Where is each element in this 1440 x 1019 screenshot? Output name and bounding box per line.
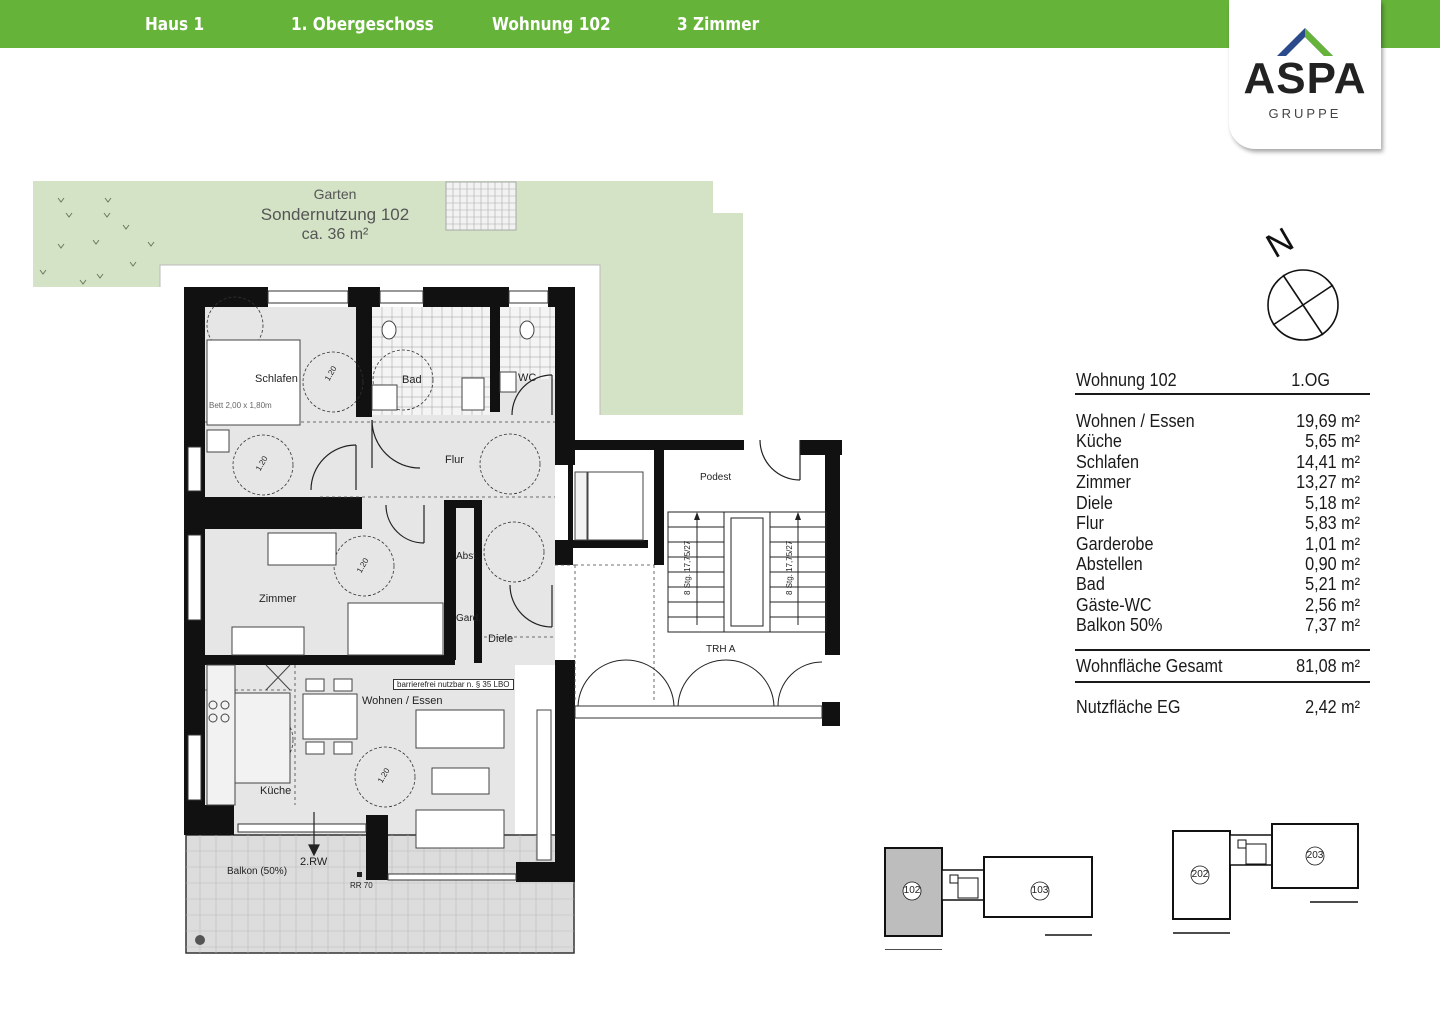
area-row: Zimmer 13,27 m² — [1075, 472, 1360, 493]
garden-label: Garten — [313, 186, 357, 202]
area-row-name: Küche — [1076, 431, 1122, 451]
stairs-right-note: 8 Stg. 17,75/27 — [785, 540, 794, 595]
area-row-name: Abstellen — [1076, 554, 1143, 574]
company-logo: ASPA GRUPPE — [1229, 0, 1381, 149]
area-row-value: 0,90 m² — [1305, 554, 1360, 574]
room-label-trh: TRH A — [706, 644, 736, 655]
sanitary-icons — [371, 320, 535, 411]
furniture — [206, 339, 644, 861]
area-row-value: 2,56 m² — [1305, 595, 1360, 615]
area-row-name: Garderobe — [1076, 534, 1154, 554]
area-row-name: Schlafen — [1076, 452, 1140, 472]
area-extra-name: Nutzfläche EG — [1076, 697, 1181, 717]
area-row-name: Gäste-WC — [1076, 595, 1152, 615]
keyplan-label: 102 — [903, 885, 921, 896]
logo-roof-icon — [1277, 28, 1333, 56]
area-table-header: Wohnung 102 1.OG — [1075, 370, 1360, 391]
windows — [187, 290, 823, 881]
area-row: Balkon 50% 7,37 m² — [1075, 615, 1360, 636]
room-label-balkon: Balkon (50%) — [227, 866, 288, 877]
header-rooms: 3 Zimmer — [677, 14, 760, 35]
area-row: Flur 5,83 m² — [1075, 513, 1360, 534]
area-row-name: Wohnen / Essen — [1076, 411, 1195, 431]
balcony — [185, 834, 575, 954]
room-label-diele: Diele — [488, 633, 514, 645]
room-label-gard: Gard. — [456, 613, 482, 624]
terrace-doors — [577, 659, 823, 707]
divider — [1075, 681, 1370, 683]
barrierefrei-note: barrierefrei nutzbar n. § 35 LBO — [393, 679, 514, 690]
area-total-name: Wohnfläche Gesamt — [1076, 656, 1223, 676]
key-plans — [884, 823, 1359, 950]
area-row-value: 7,37 m² — [1305, 615, 1360, 635]
stair-arrow-icon — [694, 512, 700, 520]
header-house: Haus 1 — [145, 14, 205, 35]
doors — [310, 374, 801, 628]
area-extra-value: 2,42 m² — [1305, 697, 1360, 717]
key-plan-ground — [884, 847, 1093, 950]
area-total-value: 81,08 m² — [1296, 656, 1360, 676]
area-row-value: 5,21 m² — [1305, 574, 1360, 594]
keyplan-label: 202 — [1191, 869, 1209, 880]
keyplan-label: 103 — [1031, 885, 1049, 896]
room-label-wohnen: Wohnen / Essen — [362, 695, 443, 707]
logo-name: ASPA — [1243, 54, 1367, 103]
garden-area-label: ca. 36 m² — [301, 226, 369, 243]
area-row-name: Flur — [1076, 513, 1104, 533]
area-table-floor: 1.OG — [1291, 370, 1330, 390]
logo-subtitle: GRUPPE — [1268, 106, 1342, 121]
bed-note: Bett 2,00 x 1,80m — [209, 401, 272, 410]
area-row-value: 19,69 m² — [1296, 411, 1360, 431]
room-label-bad: Bad — [402, 374, 422, 386]
garden-area — [33, 181, 743, 415]
keyplan-label: 203 — [1306, 850, 1324, 861]
room-label-podest: Podest — [700, 472, 732, 483]
area-row-name: Diele — [1076, 493, 1113, 513]
area-table-title: Wohnung 102 — [1076, 370, 1177, 390]
room-label-schlafen: Schlafen — [255, 373, 298, 385]
area-extra-row: Nutzfläche EG 2,42 m² — [1075, 697, 1360, 718]
room-label-kueche: Küche — [260, 785, 292, 797]
area-row: Küche 5,65 m² — [1075, 431, 1360, 452]
walls — [184, 287, 842, 882]
area-row-value: 5,65 m² — [1305, 431, 1360, 451]
area-row-value: 5,83 m² — [1305, 513, 1360, 533]
garden-usage-label: Sondernutzung 102 — [260, 205, 410, 224]
area-row-value: 13,27 m² — [1296, 472, 1360, 492]
area-row-name: Zimmer — [1076, 472, 1131, 492]
area-row-value: 14,41 m² — [1296, 452, 1360, 472]
room-label-wc: WC — [518, 372, 537, 384]
area-row: Diele 5,18 m² — [1075, 493, 1360, 514]
stairs-left-note: 8 Stg. 17,75/27 — [683, 540, 692, 595]
room-label-abst: Abst. — [456, 551, 479, 562]
area-row-name: Bad — [1076, 574, 1105, 594]
room-label-zimmer: Zimmer — [259, 593, 297, 605]
compass-icon — [1267, 269, 1339, 341]
rr-note: RR 70 — [350, 881, 373, 890]
header-floor: 1. Obergeschoss — [291, 14, 434, 35]
key-plan-upper — [1172, 823, 1359, 934]
stair-arrow-icon — [795, 512, 801, 520]
area-row: Abstellen 0,90 m² — [1075, 554, 1360, 575]
room-label-flur: Flur — [445, 454, 464, 466]
area-row-value: 5,18 m² — [1305, 493, 1360, 513]
divider — [1075, 649, 1370, 651]
area-row-name: Balkon 50% — [1076, 615, 1163, 635]
divider — [1075, 393, 1370, 395]
area-row: Garderobe 1,01 m² — [1075, 534, 1360, 555]
area-row: Wohnen / Essen 19,69 m² — [1075, 411, 1360, 432]
rw-note: 2.RW — [300, 856, 328, 868]
kitchen-stove-icon — [208, 664, 291, 723]
balcony-arrow-icon — [308, 812, 320, 857]
area-row: Bad 5,21 m² — [1075, 574, 1360, 595]
rr-marker — [357, 872, 362, 877]
header-apartment: Wohnung 102 — [492, 14, 611, 35]
header-bar: Haus 1 1. Obergeschoss Wohnung 102 3 Zim… — [0, 0, 1440, 48]
area-total-row: Wohnfläche Gesamt 81,08 m² — [1075, 656, 1360, 677]
area-row-value: 1,01 m² — [1305, 534, 1360, 554]
area-row: Gäste-WC 2,56 m² — [1075, 595, 1360, 616]
area-row: Schlafen 14,41 m² — [1075, 452, 1360, 473]
